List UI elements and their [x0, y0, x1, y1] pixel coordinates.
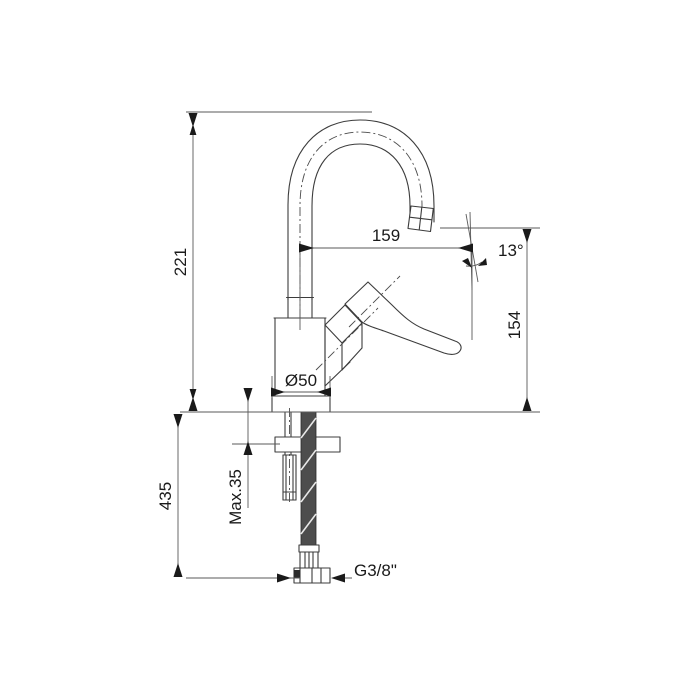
- lever-handle: [344, 275, 462, 355]
- dimension-spout-reach: 159: [299, 226, 473, 253]
- dimension-outlet-height: 154: [505, 229, 532, 411]
- cartridge-collar: [315, 304, 379, 387]
- dimension-label-13-degrees: 13°: [498, 241, 524, 260]
- spout-gooseneck: [287, 119, 435, 318]
- dimension-label-154: 154: [505, 311, 524, 339]
- dimension-max-counter-thickness: Max.35: [226, 388, 253, 525]
- mounting-shank: [282, 408, 297, 504]
- dimension-spout-height: 221: [171, 113, 198, 411]
- dimension-supply-thread: G3/8": [277, 561, 397, 583]
- dimension-outlet-angle: 13°: [462, 241, 524, 268]
- dimension-label-159: 159: [372, 226, 400, 245]
- dimension-label-base-diameter: Ø50: [285, 371, 317, 390]
- supply-hose: [300, 411, 317, 546]
- dimension-label-g38-thread: G3/8": [354, 561, 397, 580]
- dimension-base-diameter: Ø50: [271, 371, 331, 397]
- supply-connector-nut: [293, 567, 331, 584]
- faucet-geometry: [271, 119, 462, 584]
- base-escutcheon: [271, 395, 331, 413]
- hose-crimp-collar: [298, 544, 320, 569]
- spout-outlet-aerator: [407, 205, 434, 233]
- dimension-label-221: 221: [171, 248, 190, 276]
- dimension-hose-length: 435: [156, 414, 183, 577]
- dimension-label-435: 435: [156, 482, 175, 510]
- dimension-label-max-35: Max.35: [226, 469, 245, 525]
- hose-braid-pattern: [300, 417, 317, 535]
